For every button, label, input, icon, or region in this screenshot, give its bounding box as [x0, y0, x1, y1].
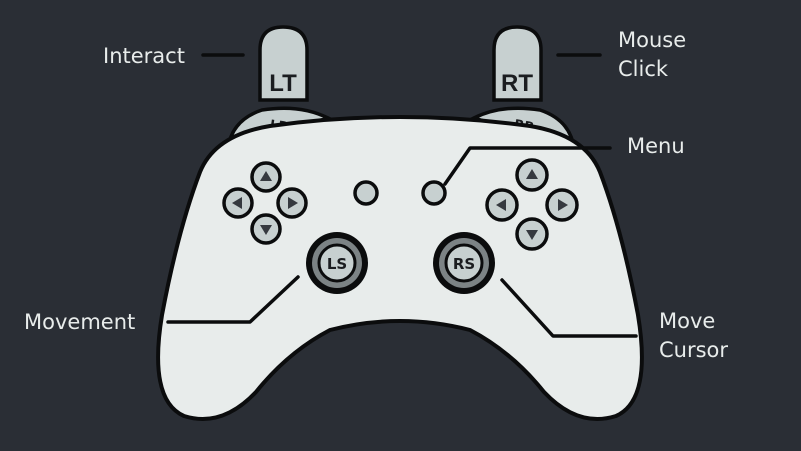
interact-label: Interact: [103, 44, 185, 68]
arrow-left-icon: [496, 199, 506, 211]
movement-label: Movement: [24, 310, 135, 334]
arrow-down-icon: [260, 225, 272, 235]
right-stick: RS: [433, 232, 495, 294]
move-cursor-label-line2: Cursor: [659, 338, 728, 362]
left-trigger: LT: [258, 25, 309, 102]
dpad-up: [250, 161, 282, 193]
menu-button: [421, 180, 447, 206]
dpad: [222, 161, 308, 245]
arrow-right-icon: [558, 199, 568, 211]
arrow-down-icon: [526, 230, 538, 240]
arrow-up-icon: [526, 169, 538, 179]
face-button-bottom: [515, 217, 549, 251]
menu-label: Menu: [627, 134, 685, 158]
face-buttons: [485, 158, 579, 251]
right-trigger: RT: [492, 25, 543, 102]
face-button-right: [545, 188, 579, 222]
rt-label: RT: [501, 70, 533, 97]
dpad-left: [222, 187, 254, 219]
arrow-right-icon: [288, 197, 298, 209]
left-stick: LS: [306, 232, 368, 294]
move-cursor-leader: [500, 278, 638, 338]
mouse-click-label-line2: Click: [618, 57, 669, 81]
menu-leader: [443, 146, 612, 186]
arrow-up-icon: [260, 171, 272, 181]
move-cursor-label-line1: Move: [659, 309, 715, 333]
rs-label: RS: [453, 255, 475, 273]
ls-label: LS: [327, 255, 347, 273]
arrow-left-icon: [232, 197, 242, 209]
face-button-top: [515, 158, 549, 192]
movement-leader: [166, 275, 300, 324]
controller-body: [156, 115, 644, 421]
dpad-down: [250, 213, 282, 245]
lt-label: LT: [269, 70, 297, 97]
dpad-right: [276, 187, 308, 219]
face-button-left: [485, 188, 519, 222]
mouse-click-label-line1: Mouse: [618, 28, 686, 52]
view-button: [353, 180, 379, 206]
